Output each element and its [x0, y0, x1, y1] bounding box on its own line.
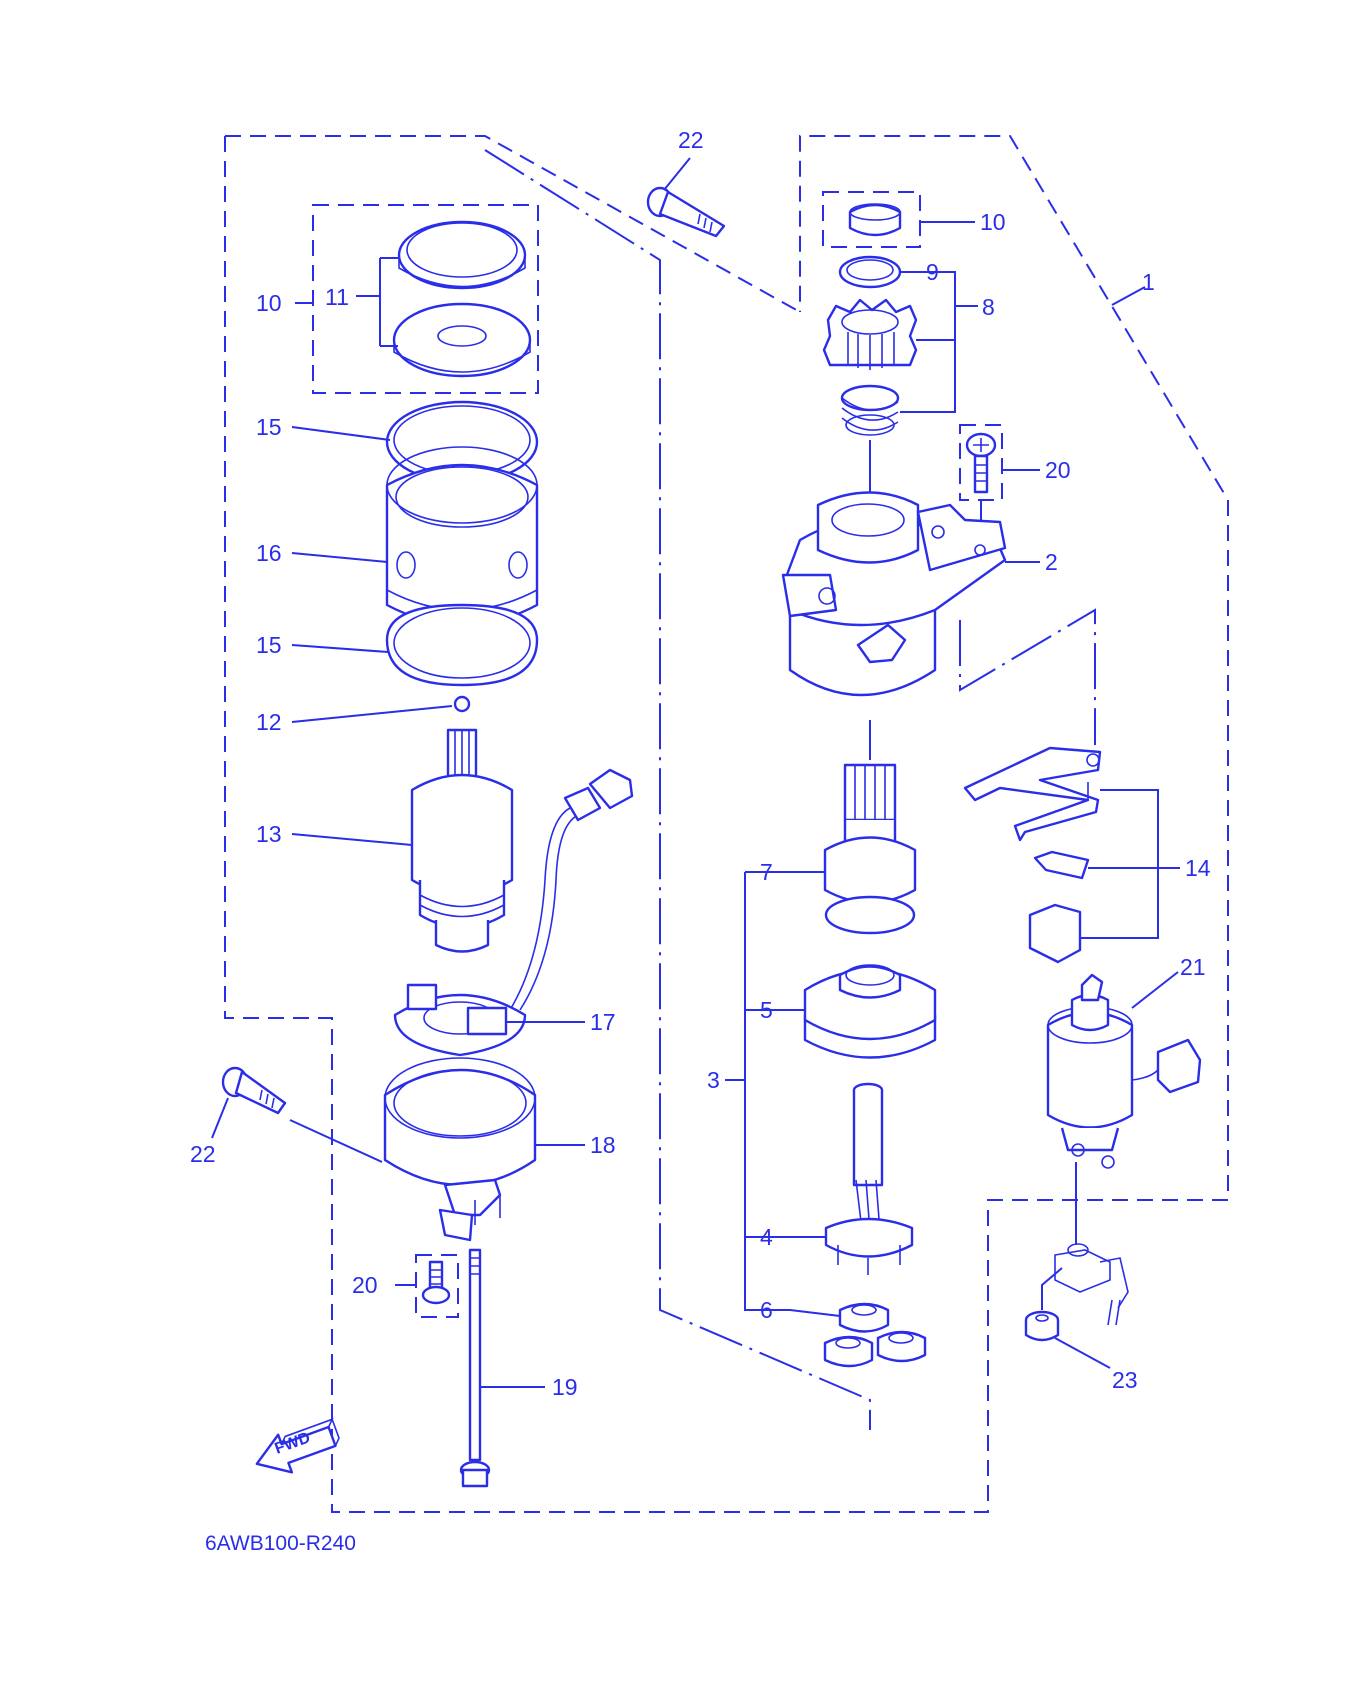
- part-22-bolt-top: [646, 186, 726, 238]
- leader-22-top: [663, 157, 691, 191]
- part-21-solenoid: [1046, 973, 1202, 1169]
- part-10-cap-box: [822, 191, 921, 248]
- leader-23: [1041, 1267, 1111, 1369]
- part-17-brush-holder: [393, 768, 634, 1057]
- leader-8: [900, 271, 978, 413]
- label-8: 8: [982, 294, 995, 320]
- label-23: 23: [1112, 1367, 1138, 1393]
- part-6-planet-gears: [823, 1302, 927, 1368]
- part-20-screw-right: [965, 432, 997, 494]
- part-5-planet-carrier-housing: [803, 964, 937, 1059]
- part-8-spring: [840, 384, 900, 436]
- part-10-11-group-box: [312, 204, 539, 394]
- leader-15-lower: [291, 644, 389, 653]
- label-14: 14: [1185, 855, 1211, 881]
- leader-13: [291, 833, 413, 846]
- label-16: 16: [256, 540, 282, 566]
- part-11-ring-upper: [397, 220, 527, 290]
- label-17: 17: [590, 1009, 616, 1035]
- part-14-lever: [963, 746, 1102, 842]
- label-11: 11: [325, 284, 349, 310]
- part-10-cap: [848, 203, 902, 237]
- label-18: 18: [590, 1132, 616, 1158]
- label-1: 1: [1142, 269, 1155, 295]
- part-18-rear-cover: [383, 1057, 537, 1242]
- leader-3-bracket: [725, 871, 790, 1311]
- left-assembly-boundary: [224, 135, 1229, 1513]
- part-mounting-bracket: [1054, 1243, 1129, 1326]
- part-8-pinion: [822, 298, 918, 370]
- leader-15-upper: [291, 426, 391, 441]
- part-2-front-housing: [781, 491, 1007, 697]
- leader-11: [356, 257, 398, 347]
- label-3: 3: [707, 1067, 720, 1093]
- part-9-stopper-ring: [838, 255, 902, 289]
- label-19: 19: [552, 1374, 578, 1400]
- part-4-shaft: [824, 1082, 914, 1275]
- drawing-code: 6AWB100-R240: [205, 1532, 356, 1555]
- label-20-right: 20: [1045, 457, 1071, 483]
- leader-12: [291, 705, 453, 723]
- center-line-left: [484, 149, 871, 1430]
- leader-6: [789, 1309, 841, 1317]
- part-19-long-bolt: [459, 1248, 491, 1488]
- label-22-top: 22: [678, 127, 704, 153]
- part-12-ball: [453, 695, 471, 713]
- label-15-upper: 15: [256, 414, 282, 440]
- label-22-left: 22: [190, 1141, 216, 1167]
- leader-16: [291, 552, 388, 563]
- fwd-arrow-icon: [255, 1417, 340, 1474]
- label-5: 5: [760, 997, 773, 1023]
- center-line-bracket: [959, 608, 1096, 745]
- label-7: 7: [760, 859, 773, 885]
- part-16-yoke: [385, 446, 539, 627]
- label-15-lower: 15: [256, 632, 282, 658]
- leader-22-left: [211, 1097, 383, 1163]
- label-12: 12: [256, 709, 282, 735]
- part-15-o-ring-lower: [385, 603, 539, 687]
- leader-1: [1111, 286, 1146, 306]
- label-4: 4: [760, 1224, 773, 1250]
- label-21: 21: [1180, 954, 1206, 980]
- part-14-brush-a: [1033, 850, 1090, 880]
- label-13: 13: [256, 821, 282, 847]
- label-10-right: 10: [980, 209, 1006, 235]
- part-20-screw-left: [421, 1260, 451, 1305]
- label-9: 9: [926, 259, 939, 285]
- part-14-brush-b: [1028, 903, 1082, 964]
- label-2: 2: [1045, 549, 1058, 575]
- part-22-bolt-left: [221, 1066, 287, 1115]
- label-10-left: 10: [256, 290, 282, 316]
- part-11-washer: [392, 302, 532, 378]
- leader-14: [1080, 789, 1180, 939]
- leader-21: [1131, 971, 1179, 1009]
- part-7-pinion-shaft: [823, 763, 917, 935]
- label-6: 6: [760, 1297, 773, 1323]
- part-13-armature: [410, 728, 514, 953]
- label-20-left: 20: [352, 1272, 378, 1298]
- part-23-nut: [1024, 1310, 1060, 1342]
